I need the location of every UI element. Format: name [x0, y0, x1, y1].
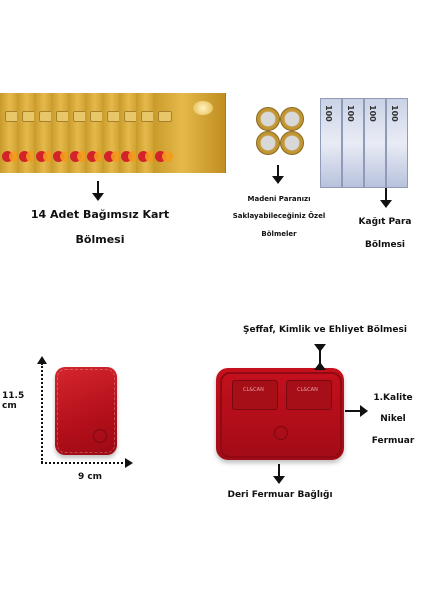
brand-emblem: [274, 426, 288, 440]
leather-pull-label: Deri Fermuar Bağlığı: [227, 490, 333, 500]
coin: [280, 107, 304, 131]
coin: [256, 107, 280, 131]
cards-label-line1: 14 Adet Bağımsız Kart: [30, 208, 170, 221]
zipper-label-line3: Fermuar: [371, 436, 415, 446]
coins-label-line3: Bölmeler: [261, 230, 297, 238]
leather-pull-arrow: [273, 464, 285, 484]
height-dim-arrow-top: [37, 356, 47, 364]
cards-label-line2: Bölmesi: [75, 233, 125, 246]
banknote-value: 100: [346, 105, 355, 122]
width-dimension: 9 cm: [77, 472, 103, 482]
open-wallet: CL&CAN CL&CAN: [216, 368, 344, 460]
banknote: 100: [320, 98, 342, 188]
transparent-arrow: [314, 344, 326, 370]
closed-wallet: [55, 367, 117, 455]
height-dimension: 11.5 cm: [2, 391, 25, 411]
banknote: 100: [342, 98, 364, 188]
zipper-arrow: [345, 405, 368, 417]
banknote-value: 100: [390, 105, 399, 122]
banknote-value: 100: [324, 105, 333, 122]
notes-arrow: [380, 188, 392, 208]
zipper-label-line2: Nikel: [380, 414, 406, 424]
width-dim-line: [41, 462, 127, 464]
card: [153, 93, 226, 173]
width-dim-arrow-right: [125, 458, 133, 468]
right-pocket: CL&CAN: [286, 380, 332, 410]
transparent-section-label: Şeffaf, Kimlik ve Ehliyet Bölmesi: [243, 325, 407, 335]
notes-label-line1: Kağıt Para: [358, 217, 412, 227]
coins-label-line1: Madeni Paranızı: [247, 195, 311, 203]
coins-label-line2: Saklayabileceğiniz Özel: [232, 212, 326, 220]
cards-arrow: [92, 181, 104, 201]
zipper: [220, 372, 342, 458]
banknote: 100: [386, 98, 408, 188]
height-dim-line: [41, 363, 43, 463]
banknote-value: 100: [368, 105, 377, 122]
banknote: 100: [364, 98, 386, 188]
coins-arrow: [272, 165, 284, 184]
brand-emblem: [93, 429, 107, 443]
notes-label-line2: Bölmesi: [364, 240, 406, 250]
coin: [256, 131, 280, 155]
coin: [280, 131, 304, 155]
zipper-label-line1: 1.Kalite: [373, 393, 413, 403]
card-stack-image: [0, 93, 226, 173]
left-pocket: CL&CAN: [232, 380, 278, 410]
